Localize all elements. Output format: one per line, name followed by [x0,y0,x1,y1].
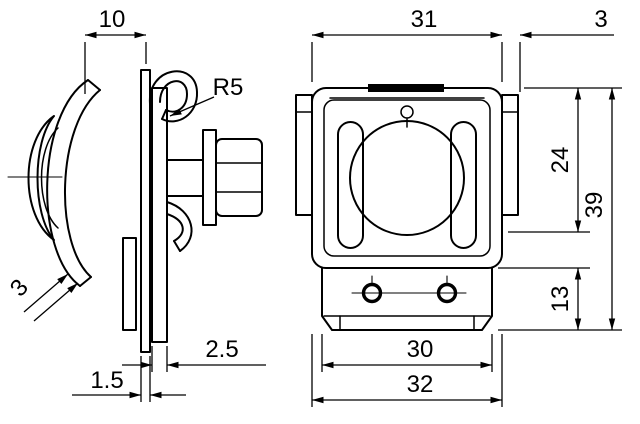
base-plate [151,87,168,343]
mount-hole-left [361,282,383,304]
dim-label-32: 32 [407,371,434,398]
dim-label-31: 31 [411,6,438,33]
dim-r5-leader [169,96,215,117]
clamp-plate [140,69,151,353]
dim-label-10: 10 [99,6,126,33]
lower-curl-cap [173,240,181,252]
side-view: 10 R5 3 2.5 1.5 [5,6,266,402]
dim-label-2-5: 2.5 [205,336,238,363]
body-outline [311,87,503,269]
left-slot [337,121,364,249]
mount-hole-right [436,282,458,304]
front-view: 31 3 24 13 39 30 32 [295,6,622,407]
dome-washer-inner-line [40,127,59,229]
dim-label-24: 24 [547,147,574,174]
top-hook-inner [159,80,188,113]
left-side-tab [295,94,313,216]
top-hook-outer [148,70,199,123]
dim-label-3-front: 3 [594,6,607,33]
dim-label-1-5: 1.5 [90,367,123,394]
dim-label-13: 13 [547,286,574,313]
spring-band-end-caps [79,79,101,287]
hex-nut [215,138,263,217]
dim-label-39: 39 [581,192,608,219]
bolt-washer [202,129,217,226]
lower-tab [122,237,137,331]
dim-label-r5: R5 [213,74,244,101]
right-slot [450,121,477,249]
dim-3-side-arrow-2 [33,282,79,322]
body-inner-face [323,99,491,257]
conductor-hole [349,120,465,236]
lower-curl-inner [166,213,184,242]
spring-band-outer [46,79,89,287]
dim-label-30: 30 [407,336,434,363]
lower-curl-outer [166,201,193,252]
top-clamp-bar [368,84,444,92]
spring-band-inner [63,89,101,278]
right-side-tab [501,94,519,216]
dim-label-3-side: 3 [5,274,34,302]
top-pin-hole [400,105,414,119]
dim-3-side-arrow-1 [23,273,69,313]
top-hook-cap [161,109,167,120]
lower-base-outline [321,267,493,331]
